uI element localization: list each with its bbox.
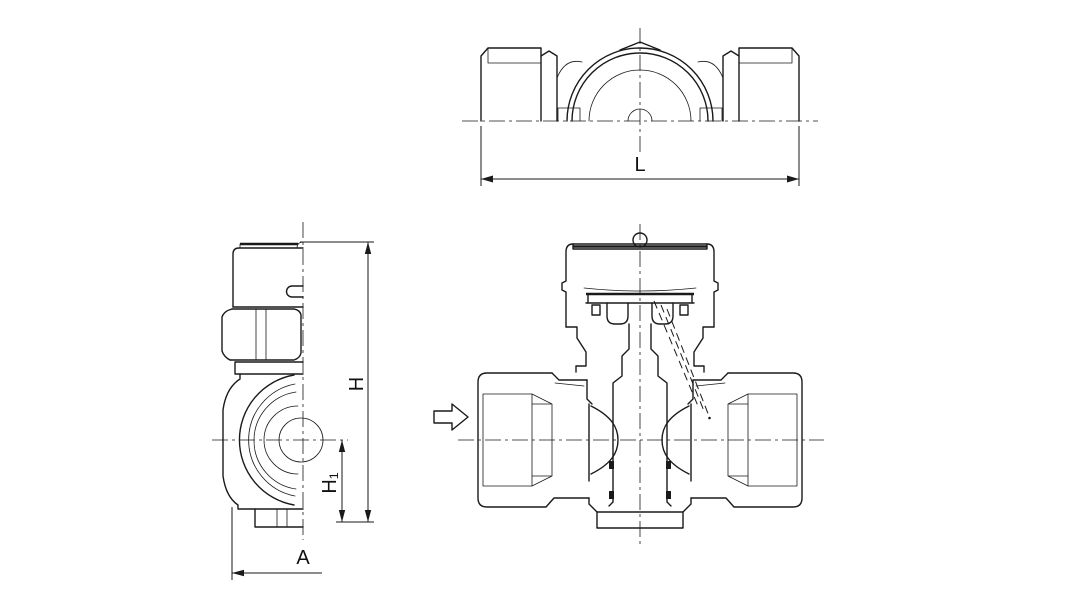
valve-disc-left [590, 405, 619, 475]
dimension-height1: H₁ [319, 440, 346, 522]
seal-mark [609, 491, 614, 499]
dimension-width: A [231, 507, 322, 580]
packing-cup-left [606, 302, 629, 325]
bonnet-right [693, 326, 715, 373]
front-right-fitting [690, 372, 803, 508]
arrowhead [364, 242, 372, 254]
side-view-cap [232, 247, 304, 308]
cap-skirt-left [561, 243, 574, 328]
dimension-height: H [300, 241, 374, 523]
top-view-right-fitting [738, 47, 800, 122]
arrowhead [364, 510, 372, 522]
side-view-bottom-nut [254, 508, 304, 528]
top-view-left-fitting [480, 47, 542, 122]
front-left-fitting [477, 372, 590, 508]
arrowhead [338, 440, 346, 452]
phantom-stem-lines [653, 300, 710, 417]
packing-cup-right [651, 302, 674, 325]
dimension-length: L [480, 126, 800, 186]
gland-seal-right [679, 304, 689, 316]
side-view-hex-nut [229, 308, 302, 361]
dimension-height-label: H [346, 377, 368, 391]
top-view [462, 28, 818, 156]
dimension-width-label: A [296, 547, 310, 569]
valve-stem [608, 323, 630, 507]
valve-disc-right [661, 405, 690, 475]
gland-seal-left [591, 304, 601, 316]
cap-skirt-right [706, 243, 719, 328]
flow-direction-arrow [433, 403, 469, 431]
side-view-cap-slot [285, 285, 304, 298]
arrowhead [481, 175, 493, 183]
arrowhead [338, 510, 346, 522]
dimension-height1-label: H₁ [319, 472, 341, 493]
dimension-length-label: L [634, 154, 645, 176]
side-view-flange [234, 361, 304, 375]
side-view-body [222, 373, 256, 510]
seal-mark [666, 461, 671, 469]
side-view [212, 222, 348, 540]
arrowhead [232, 569, 244, 577]
arrowhead [787, 175, 799, 183]
bonnet-left [565, 326, 587, 373]
seal-mark [666, 491, 671, 499]
seal-mark [609, 461, 614, 469]
bottom-plug [596, 511, 684, 529]
front-view [458, 224, 824, 548]
top-view-dome [566, 47, 714, 122]
